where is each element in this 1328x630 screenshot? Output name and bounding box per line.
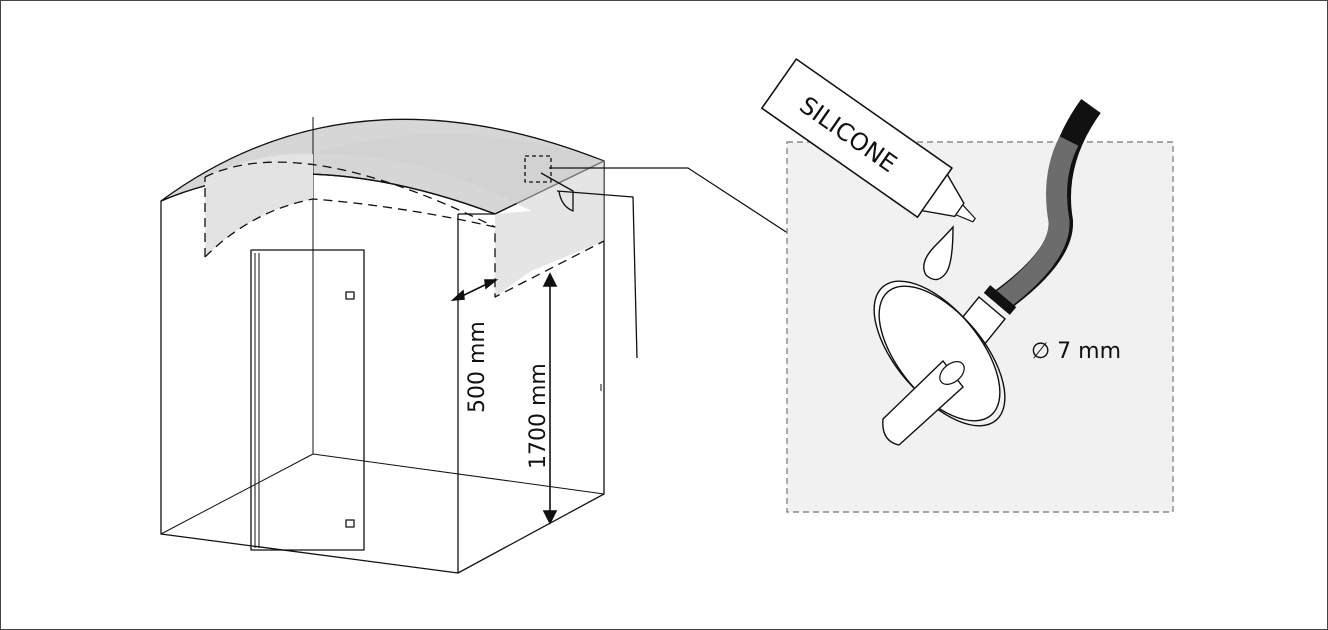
height-label: 1700 mm — [526, 363, 551, 469]
sauna-cabin — [160, 117, 847, 574]
sensor-marker-hook — [540, 172, 574, 212]
front-face — [160, 201, 459, 574]
inner-band-left — [205, 153, 313, 257]
hose-collar — [983, 285, 1017, 315]
height-arrow-bottom — [542, 510, 558, 525]
dimensions — [450, 272, 558, 525]
sensor-zone-arc — [204, 161, 496, 228]
door-hinge-bottom — [345, 519, 355, 528]
sensor-zone — [204, 177, 605, 298]
diameter-label: ∅ 7 mm — [1031, 339, 1121, 364]
inner-band-center — [313, 134, 604, 297]
probe-stem-base — [939, 361, 965, 385]
sensor-marker — [524, 155, 552, 183]
depth-arrow-a — [450, 289, 465, 302]
depth-arrow-b — [484, 279, 499, 290]
silicone-tube-nozzle — [954, 203, 976, 223]
height-arrow-top — [542, 272, 558, 287]
probe-cable — [556, 190, 638, 359]
front-arch — [160, 173, 496, 215]
door-frame — [250, 249, 365, 551]
depth-label: 500 mm — [465, 321, 490, 413]
probe-flange-rim — [878, 285, 1006, 427]
hose-fill — [994, 136, 1079, 310]
floor-edge — [160, 453, 314, 535]
silicone-drop — [923, 225, 954, 281]
door-hinge-top — [345, 291, 355, 300]
door-jamb — [254, 253, 260, 548]
silicone-tube-neck — [920, 173, 965, 218]
detail-panel: SILICONE ∅ 7 mm — [760, 57, 1174, 513]
